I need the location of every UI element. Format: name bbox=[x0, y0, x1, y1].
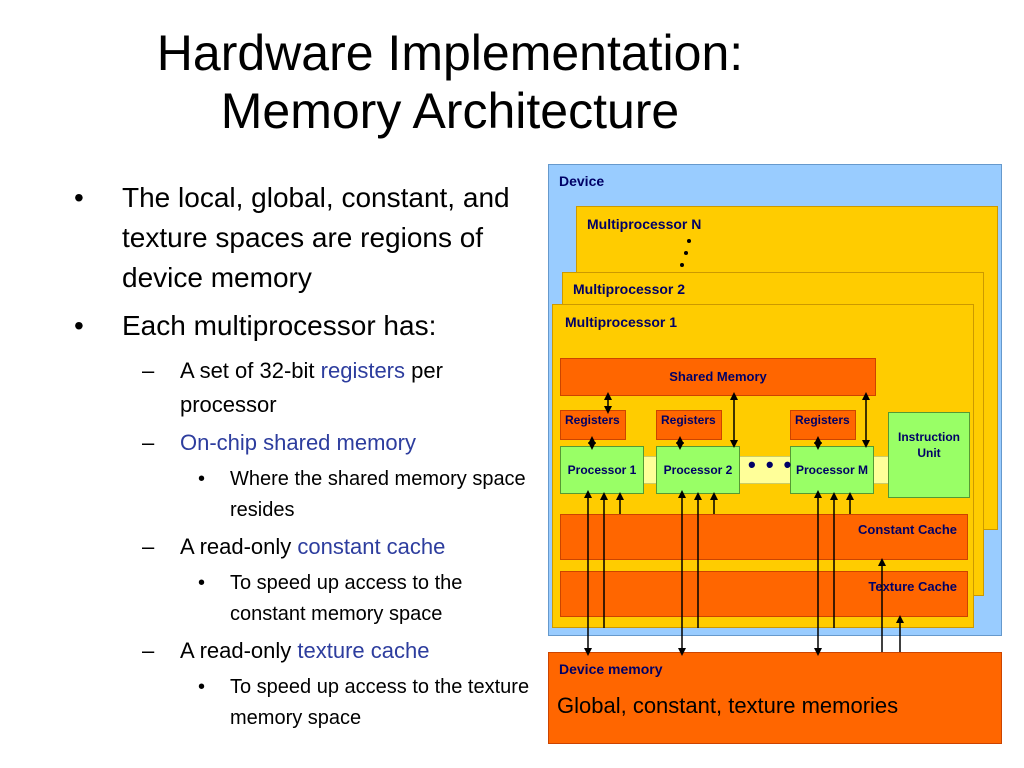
device-memory-description: Global, constant, texture memories bbox=[557, 693, 899, 718]
bullet-mark: • bbox=[198, 572, 206, 594]
multiprocessor-2-label: Multiprocessor 2 bbox=[573, 281, 686, 297]
bullet-mark: • bbox=[74, 182, 84, 213]
sub-sub-bullet-text: To speed up access to the texture memory… bbox=[230, 676, 530, 729]
instruction-unit: Instruction Unit bbox=[888, 412, 970, 498]
device-memory-box: Device memory Global, constant, texture … bbox=[548, 652, 1002, 744]
registers-m: Registers bbox=[790, 410, 856, 440]
bullet-list: • The local, global, constant, and textu… bbox=[70, 178, 540, 738]
bullet-mark: • bbox=[198, 676, 206, 698]
sub-sub-bullet-shared: • Where the shared memory space resides bbox=[70, 464, 540, 526]
processor-2-label: Processor 2 bbox=[663, 463, 733, 477]
registers-label: Registers bbox=[565, 413, 620, 427]
highlight-shared-memory: On-chip shared memory bbox=[180, 430, 416, 455]
registers-2: Registers bbox=[656, 410, 722, 440]
sub-sub-bullet-constant: • To speed up access to the constant mem… bbox=[70, 568, 540, 630]
processor-m-label: Processor M bbox=[795, 463, 869, 477]
slide-title: Hardware Implementation: Memory Architec… bbox=[60, 24, 840, 140]
bullet-mark: • bbox=[198, 468, 206, 490]
constant-cache-label: Constant Cache bbox=[858, 522, 957, 537]
dash-mark: – bbox=[142, 430, 155, 455]
sub-sub-bullet-text: To speed up access to the constant memor… bbox=[230, 572, 463, 625]
sub-bullet-registers: – A set of 32-bit registers per processo… bbox=[70, 354, 540, 422]
dash-mark: – bbox=[142, 358, 155, 383]
constant-cache-box: Constant Cache bbox=[560, 514, 968, 560]
sub-bullet-shared-memory: – On-chip shared memory bbox=[70, 426, 540, 460]
highlight-texture-cache: texture cache bbox=[297, 638, 430, 663]
multiprocessor-1-label: Multiprocessor 1 bbox=[565, 314, 678, 330]
processor-ellipsis: • • • bbox=[748, 452, 794, 477]
bullet-text: Each multiprocessor has: bbox=[122, 310, 437, 341]
dash-mark: – bbox=[142, 534, 155, 559]
bullet-text: The local, global, constant, and texture… bbox=[122, 182, 510, 293]
stack-dot bbox=[687, 239, 691, 243]
device-label: Device bbox=[559, 173, 605, 189]
texture-cache-box: Texture Cache bbox=[560, 571, 968, 617]
registers-label: Registers bbox=[661, 413, 716, 427]
stack-dot bbox=[680, 263, 684, 267]
sub-bullet-text: A read-only bbox=[180, 534, 298, 559]
stack-dot bbox=[684, 251, 688, 255]
processor-1-label: Processor 1 bbox=[567, 463, 637, 477]
bullet-device-memory: • The local, global, constant, and textu… bbox=[70, 178, 540, 298]
texture-cache-label: Texture Cache bbox=[868, 579, 957, 594]
shared-memory-label: Shared Memory bbox=[669, 369, 767, 384]
dash-mark: – bbox=[142, 638, 155, 663]
title-line-1: Hardware Implementation: bbox=[156, 25, 744, 81]
multiprocessor-n-label: Multiprocessor N bbox=[587, 216, 702, 232]
sub-bullet-text: per processor bbox=[180, 358, 443, 417]
sub-bullet-texture-cache: – A read-only texture cache bbox=[70, 634, 540, 668]
registers-label: Registers bbox=[795, 413, 850, 427]
device-memory-label: Device memory bbox=[559, 661, 663, 677]
highlight-constant-cache: constant cache bbox=[297, 534, 446, 559]
sub-sub-bullet-text: Where the shared memory space resides bbox=[230, 468, 526, 521]
sub-bullet-text: A set of 32-bit bbox=[180, 358, 321, 383]
sub-sub-bullet-texture: • To speed up access to the texture memo… bbox=[70, 672, 540, 734]
bullet-mark: • bbox=[74, 310, 84, 341]
sub-bullet-constant-cache: – A read-only constant cache bbox=[70, 530, 540, 564]
bullet-multiprocessor: • Each multiprocessor has: bbox=[70, 306, 540, 346]
sub-bullet-text: A read-only bbox=[180, 638, 298, 663]
processor-2: Processor 2 bbox=[656, 446, 740, 494]
instruction-unit-label: Instruction Unit bbox=[898, 430, 960, 460]
title-line-2: Memory Architecture bbox=[220, 83, 680, 139]
highlight-registers: registers bbox=[320, 358, 405, 383]
registers-1: Registers bbox=[560, 410, 626, 440]
shared-memory-box: Shared Memory bbox=[560, 358, 876, 396]
